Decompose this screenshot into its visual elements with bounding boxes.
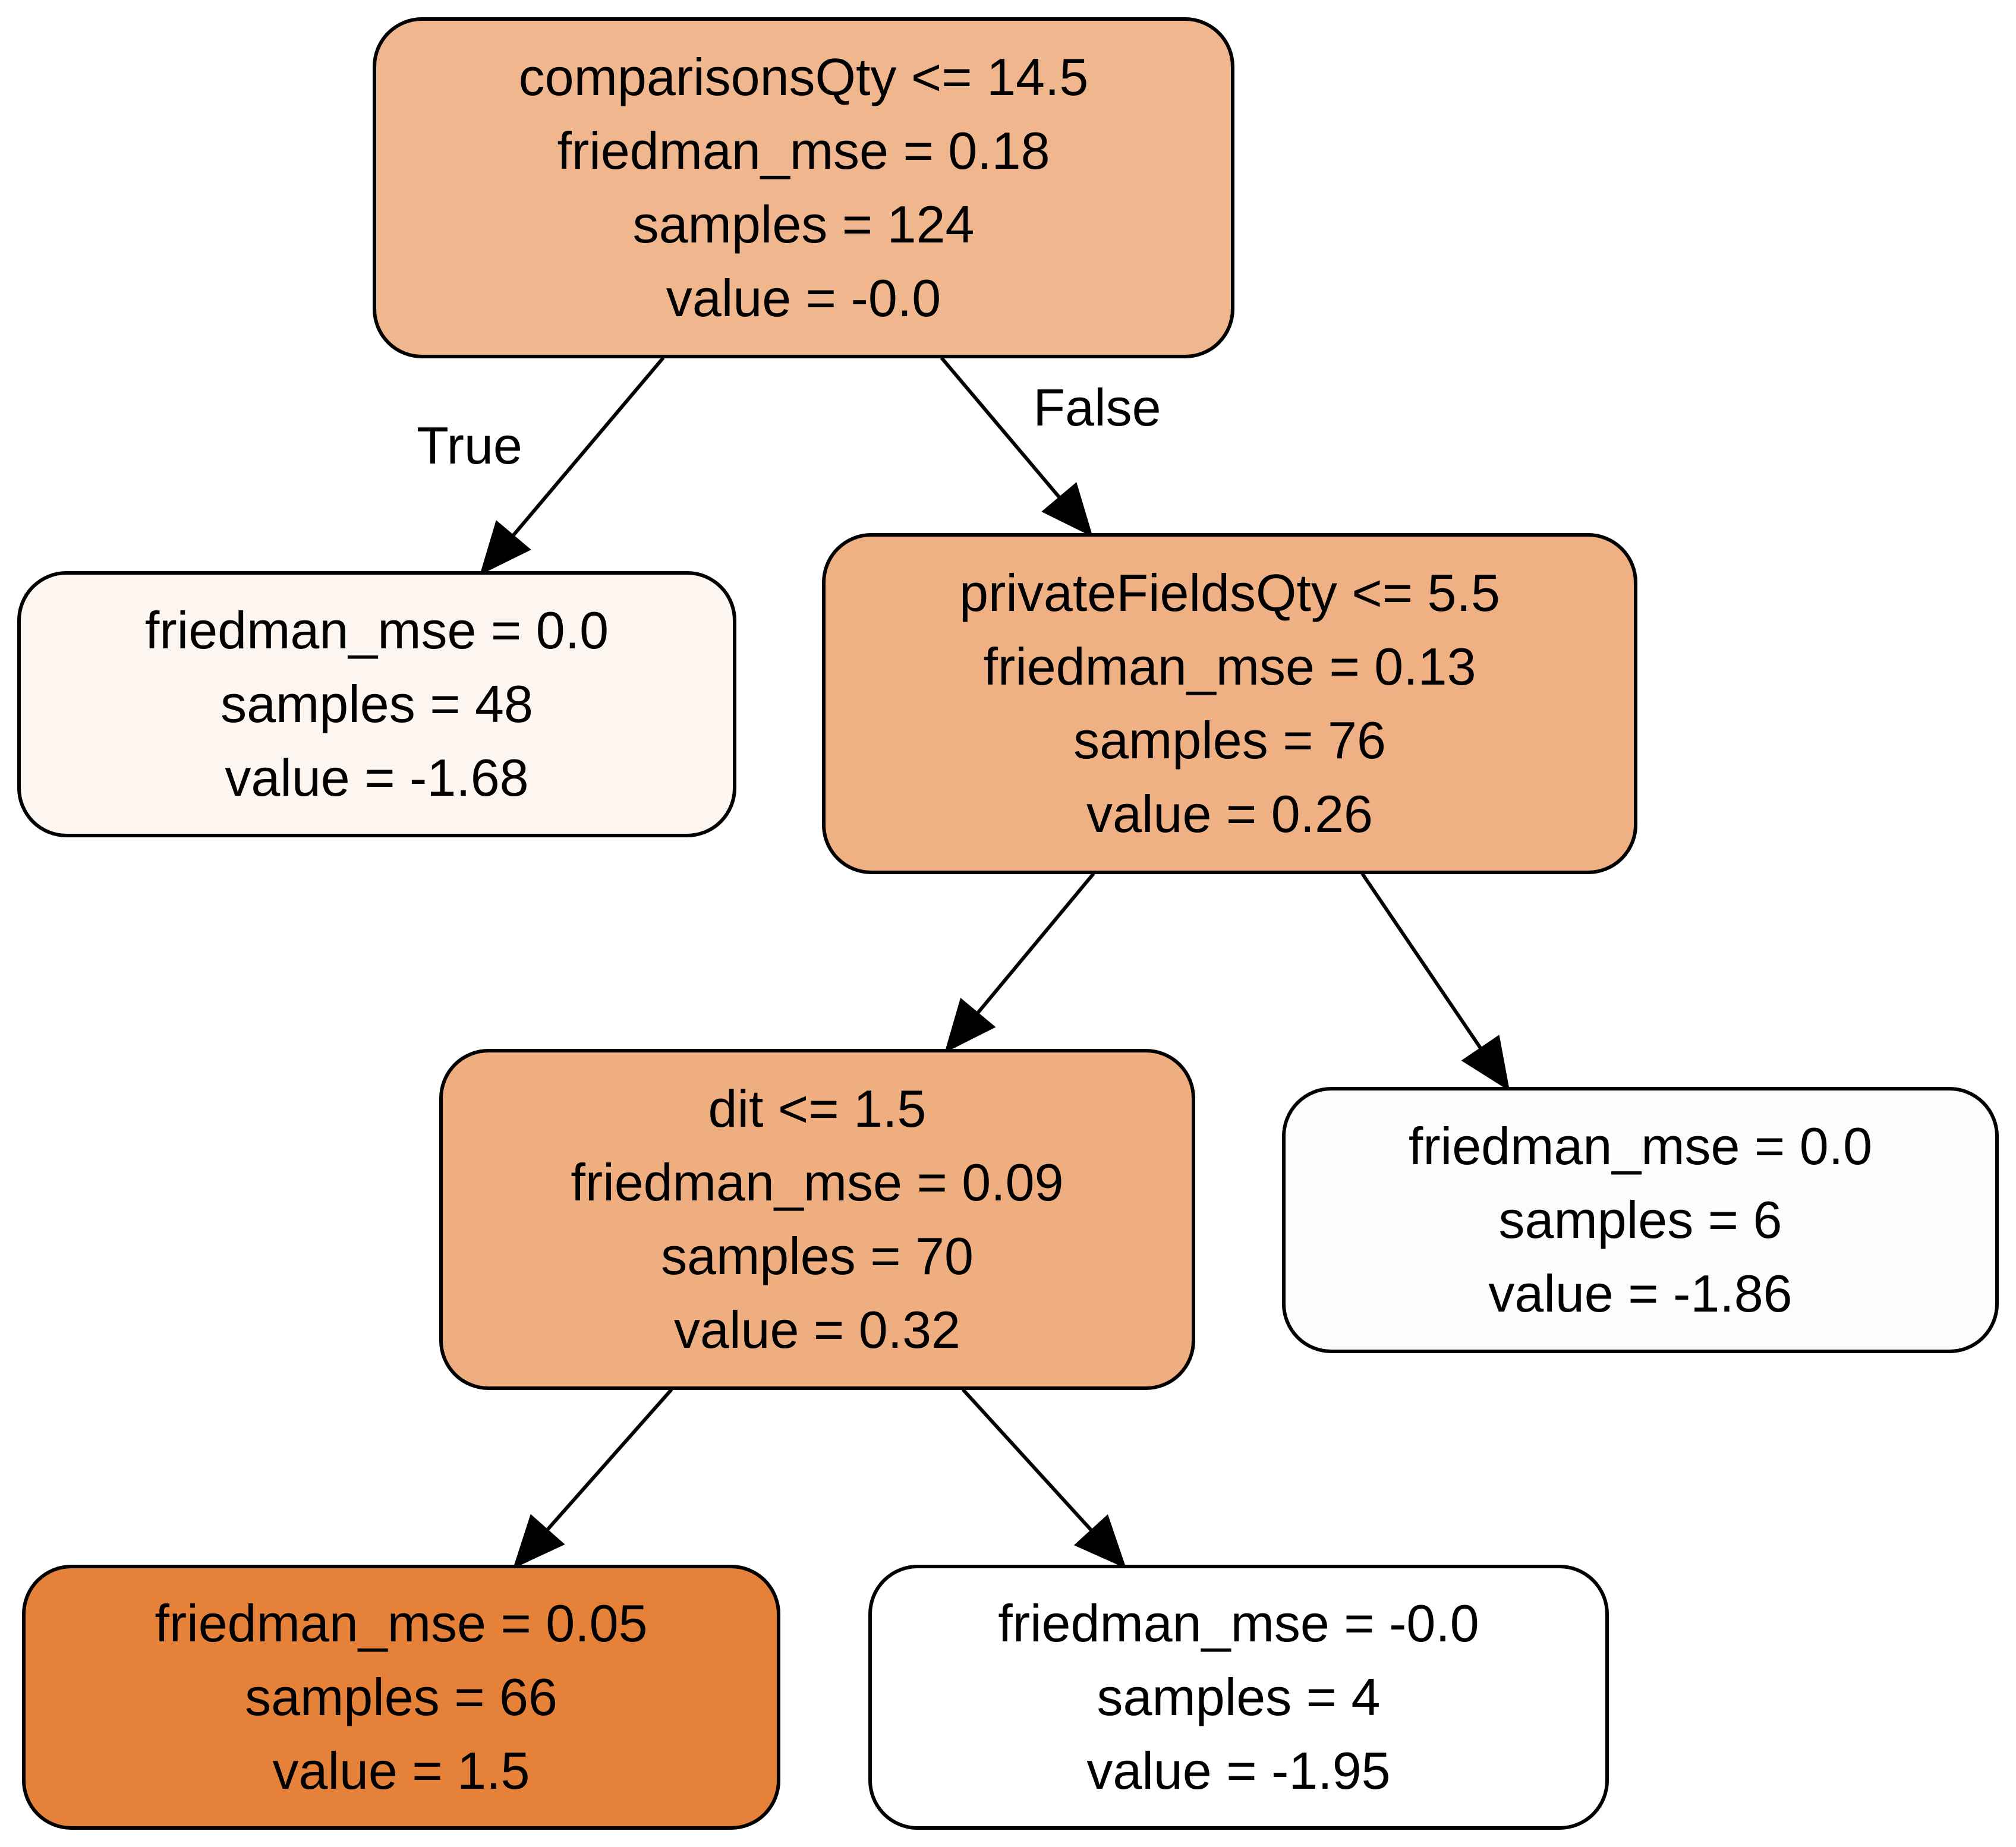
node-line: samples = 6 <box>1499 1190 1782 1249</box>
tree-node-n3: dit <= 1.5 friedman_mse = 0.09 samples = 7… <box>439 1049 1195 1390</box>
node-line: value = 0.32 <box>674 1300 960 1359</box>
arrowhead-icon <box>944 998 996 1053</box>
node-line: friedman_mse = 0.0 <box>145 601 609 660</box>
node-line: value = -1.68 <box>225 748 528 807</box>
node-line: friedman_mse = 0.05 <box>155 1594 647 1653</box>
node-line: dit <= 1.5 <box>708 1079 927 1138</box>
node-line: samples = 48 <box>220 674 533 733</box>
edge-line <box>511 357 665 538</box>
node-box <box>1282 1087 1999 1353</box>
tree-node-n5: friedman_mse = 0.05 samples = 66 value = 1… <box>22 1565 780 1830</box>
node-line: value = 0.26 <box>1086 784 1373 843</box>
node-line: comparisonsQty <= 14.5 <box>519 48 1089 106</box>
edge-label: False <box>1033 378 1161 437</box>
node-line: samples = 124 <box>633 195 975 254</box>
node-line: value = -1.95 <box>1086 1741 1390 1800</box>
node-box <box>868 1565 1609 1830</box>
node-line: friedman_mse = 0.18 <box>557 121 1050 180</box>
edge-line <box>975 872 1095 1015</box>
node-line: value = -1.86 <box>1488 1264 1792 1323</box>
node-box <box>822 533 1637 874</box>
edge-n3-n5 <box>513 1388 673 1569</box>
node-line: friedman_mse = -0.0 <box>998 1594 1479 1653</box>
arrowhead-icon <box>513 1514 565 1569</box>
edge-root-n2: False <box>940 357 1161 537</box>
node-line: friedman_mse = 0.0 <box>1409 1117 1872 1175</box>
edge-line <box>545 1388 673 1532</box>
node-line: value = -0.0 <box>666 269 941 327</box>
tree-node-root: comparisonsQty <= 14.5 friedman_mse = 0.1… <box>373 17 1234 358</box>
node-box <box>17 571 736 837</box>
edge-line <box>961 1388 1094 1533</box>
edge-label: True <box>417 416 522 475</box>
edge-line <box>940 357 1061 500</box>
tree-node-n4: friedman_mse = 0.0 samples = 6 value = -1.… <box>1282 1087 1999 1353</box>
node-line: friedman_mse = 0.09 <box>571 1153 1063 1212</box>
node-line: privateFieldsQty <= 5.5 <box>959 563 1500 622</box>
edges-layer: True False <box>417 357 1510 1569</box>
edge-n2-n3 <box>944 872 1095 1053</box>
edge-line <box>1360 872 1483 1051</box>
node-box <box>22 1565 780 1830</box>
node-line: samples = 66 <box>245 1668 557 1726</box>
edge-n3-n6 <box>961 1388 1127 1569</box>
tree-node-n2: privateFieldsQty <= 5.5 friedman_mse = 0.… <box>822 533 1637 874</box>
edge-n2-n4 <box>1360 872 1510 1092</box>
node-line: samples = 70 <box>661 1227 974 1285</box>
arrowhead-icon <box>1041 482 1093 537</box>
node-box <box>373 17 1234 358</box>
arrowhead-icon <box>1073 1514 1127 1569</box>
tree-node-n6: friedman_mse = -0.0 samples = 4 value = -1… <box>868 1565 1609 1830</box>
node-line: samples = 4 <box>1097 1668 1381 1726</box>
edge-root-n1: True <box>417 357 665 575</box>
arrowhead-icon <box>1461 1035 1510 1092</box>
nodes-layer: comparisonsQty <= 14.5 friedman_mse = 0.1… <box>17 17 1999 1830</box>
node-line: friedman_mse = 0.13 <box>983 637 1476 696</box>
node-line: samples = 76 <box>1073 711 1386 770</box>
tree-node-n1: friedman_mse = 0.0 samples = 48 value = -1… <box>17 571 736 837</box>
node-line: value = 1.5 <box>273 1741 530 1800</box>
node-box <box>439 1049 1195 1390</box>
arrowhead-icon <box>480 520 531 575</box>
